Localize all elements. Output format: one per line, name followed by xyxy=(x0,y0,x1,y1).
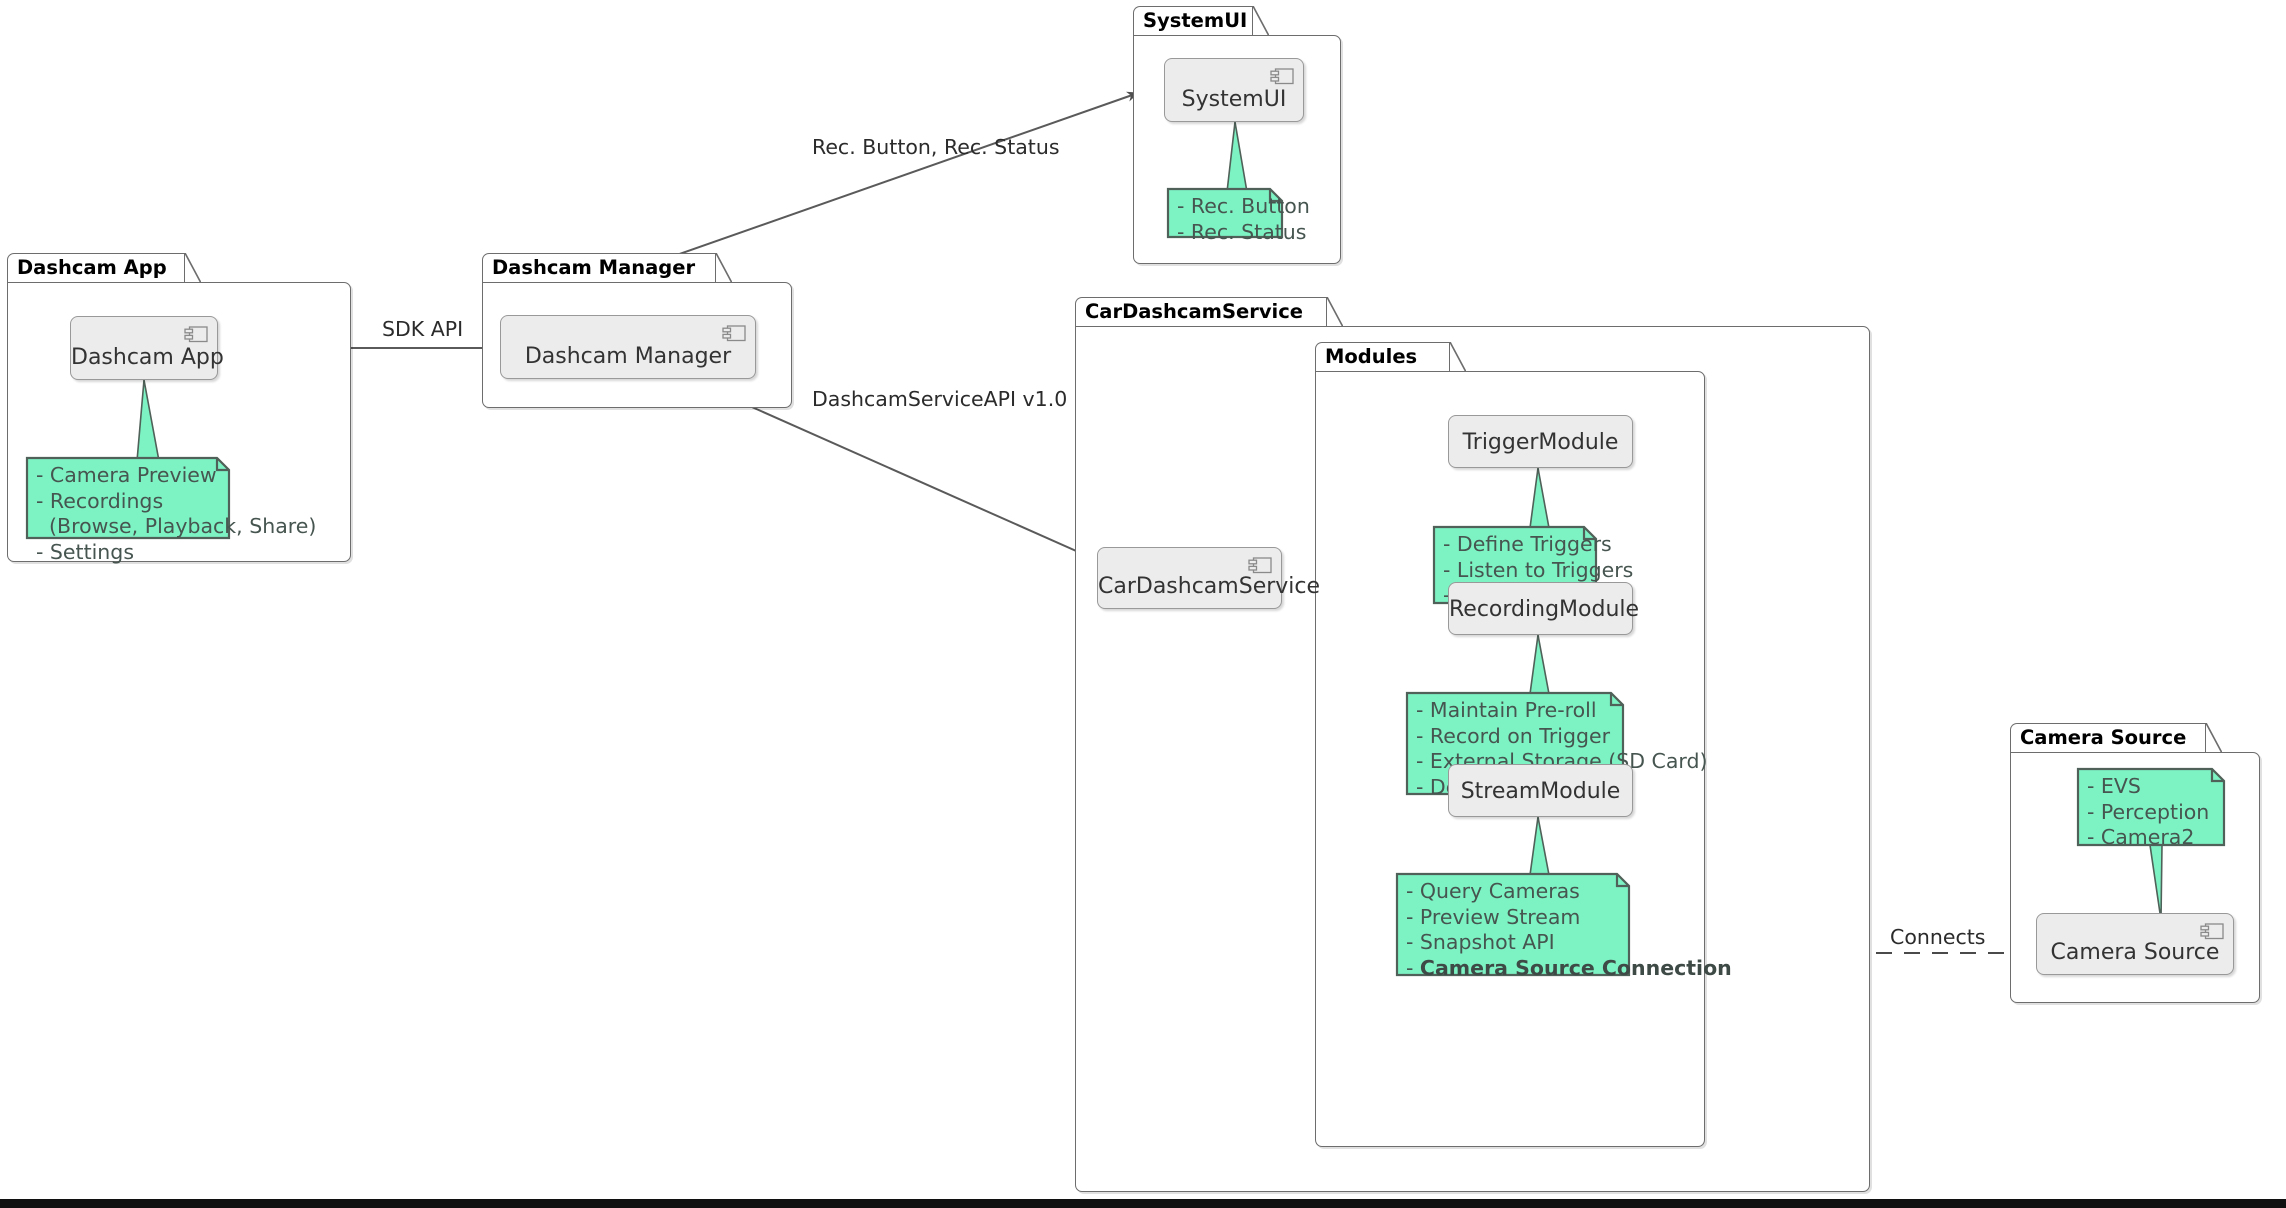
edge-label-dashcam-service-api: DashcamServiceAPI v1.0 xyxy=(812,387,1068,411)
component-icon xyxy=(184,326,208,343)
note-text: - EVS - Perception - Camera2 xyxy=(2087,774,2210,849)
package-tab xyxy=(7,253,185,283)
package-dashcam-app: Dashcam App Dashcam App - Camera Preview… xyxy=(7,253,351,564)
package-title: CarDashcamService xyxy=(1085,300,1304,323)
package-tab-slant xyxy=(1450,342,1466,372)
edge-label-sdk-api: SDK API xyxy=(382,317,464,341)
component-trigger-module[interactable]: TriggerModule xyxy=(1448,415,1633,468)
package-tab xyxy=(482,253,716,283)
package-tab-slant xyxy=(716,253,732,283)
package-tab-slant xyxy=(2206,723,2222,753)
package-title: Camera Source xyxy=(2020,726,2187,749)
note-stream-module: - Query Cameras - Preview Stream - Snaps… xyxy=(1395,872,1732,980)
note-dashcam-app: - Camera Preview - Recordings (Browse, P… xyxy=(25,456,316,564)
component-label: CarDashcamService xyxy=(1098,574,1321,599)
note-camera-source: - EVS - Perception - Camera2 xyxy=(2076,767,2226,849)
component-car-dashcam-service[interactable]: CarDashcamService xyxy=(1097,547,1321,609)
note-shape xyxy=(1395,872,1631,977)
note-text: - Query Cameras - Preview Stream - Snaps… xyxy=(1406,879,1732,980)
component-dashcam-app[interactable]: Dashcam App xyxy=(70,316,224,380)
component-label: StreamModule xyxy=(1460,779,1621,804)
note-shape xyxy=(1166,187,1284,239)
package-tab-slant xyxy=(1253,6,1269,36)
component-label: Camera Source xyxy=(2050,940,2220,965)
component-camera-source[interactable]: Camera Source xyxy=(2036,913,2234,975)
component-recording-module[interactable]: RecordingModule xyxy=(1448,582,1640,635)
package-title: Dashcam App xyxy=(17,256,167,279)
component-icon xyxy=(1270,68,1294,85)
component-icon xyxy=(1248,557,1272,574)
component-system-ui[interactable]: SystemUI xyxy=(1164,58,1304,122)
note-text: - Rec. Button - Rec. Status xyxy=(1177,194,1310,244)
package-tab-slant xyxy=(185,253,201,283)
component-stream-module[interactable]: StreamModule xyxy=(1448,764,1633,817)
package-dashcam-manager: Dashcam Manager Dashcam Manager xyxy=(482,253,792,408)
package-tab xyxy=(1075,297,1327,327)
component-label: RecordingModule xyxy=(1449,597,1640,622)
package-tab xyxy=(1315,342,1450,372)
package-title: Dashcam Manager xyxy=(492,256,696,279)
component-icon xyxy=(722,325,746,342)
package-system-ui: SystemUI SystemUI - Rec. Button - Rec. S… xyxy=(1133,6,1341,264)
package-tab-slant xyxy=(1327,297,1343,327)
component-label: TriggerModule xyxy=(1462,430,1619,455)
edge-label-rec-button-rec-status: Rec. Button, Rec. Status xyxy=(812,135,1060,159)
component-dashcam-manager[interactable]: Dashcam Manager xyxy=(500,315,756,379)
bottom-border-band xyxy=(0,1199,2286,1208)
package-car-dashcam-service: CarDashcamService CarDashcamService Modu… xyxy=(1075,297,1870,1192)
note-shape xyxy=(2076,767,2226,847)
package-camera-source: Camera Source - EVS - Perception - Camer… xyxy=(2010,723,2260,1003)
component-label: SystemUI xyxy=(1181,87,1287,112)
component-label: Dashcam App xyxy=(71,345,224,370)
package-title: Modules xyxy=(1325,345,1418,368)
package-modules: Modules TriggerModule - Define Triggers … xyxy=(1315,342,1732,1147)
note-system-ui: - Rec. Button - Rec. Status xyxy=(1166,187,1310,244)
package-tab xyxy=(1133,6,1253,36)
note-text: - Camera Preview - Recordings (Browse, P… xyxy=(36,463,317,564)
edge-label-connects: Connects xyxy=(1890,925,1986,949)
edge-manager-to-service xyxy=(699,383,1093,559)
component-icon xyxy=(2200,923,2224,940)
package-tab xyxy=(2010,723,2206,753)
component-label: Dashcam Manager xyxy=(524,344,732,369)
note-shape xyxy=(25,456,231,540)
package-title: SystemUI xyxy=(1143,9,1248,32)
